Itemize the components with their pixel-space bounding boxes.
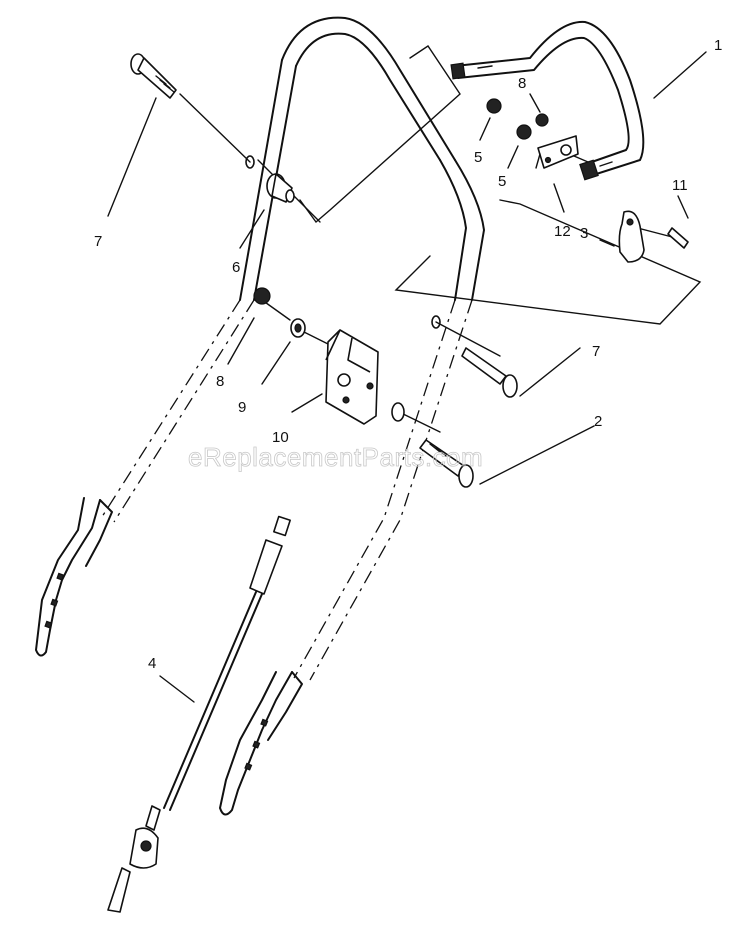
callout-7b: 7	[592, 343, 600, 360]
callout-4: 4	[148, 655, 156, 672]
bracket	[535, 135, 579, 169]
spacer	[266, 173, 295, 203]
callout-8a: 8	[518, 75, 526, 92]
carriage-bolt-mid	[461, 347, 518, 398]
carriage-bolt-long	[419, 439, 474, 488]
callout-3: 3	[580, 225, 588, 242]
callout-5a: 5	[474, 149, 482, 166]
cam-lever	[618, 210, 645, 263]
leader-lines	[107, 51, 707, 703]
callout-11: 11	[672, 177, 688, 194]
callout-12: 12	[554, 223, 571, 240]
carriage-bolt-top	[130, 53, 177, 99]
callout-1: 1	[714, 37, 722, 54]
screw	[667, 227, 689, 249]
washer	[290, 318, 306, 338]
callout-9: 9	[238, 399, 246, 416]
upper-handle	[450, 20, 645, 181]
callout-5b: 5	[498, 173, 506, 190]
nut-upper	[535, 113, 549, 127]
callout-6: 6	[232, 259, 240, 276]
callout-2: 2	[594, 413, 602, 430]
control-cable	[107, 515, 291, 913]
nut-lower	[253, 287, 271, 305]
watermark-text: eReplacementParts.com	[188, 442, 483, 472]
locknut-a	[486, 98, 502, 114]
washer-2	[391, 402, 405, 422]
locknut-b	[516, 124, 532, 140]
lower-handle	[35, 16, 485, 816]
callout-8b: 8	[216, 373, 224, 390]
callout-10: 10	[272, 429, 289, 446]
cable-guide	[325, 329, 379, 425]
callout-7a: 7	[94, 233, 102, 250]
